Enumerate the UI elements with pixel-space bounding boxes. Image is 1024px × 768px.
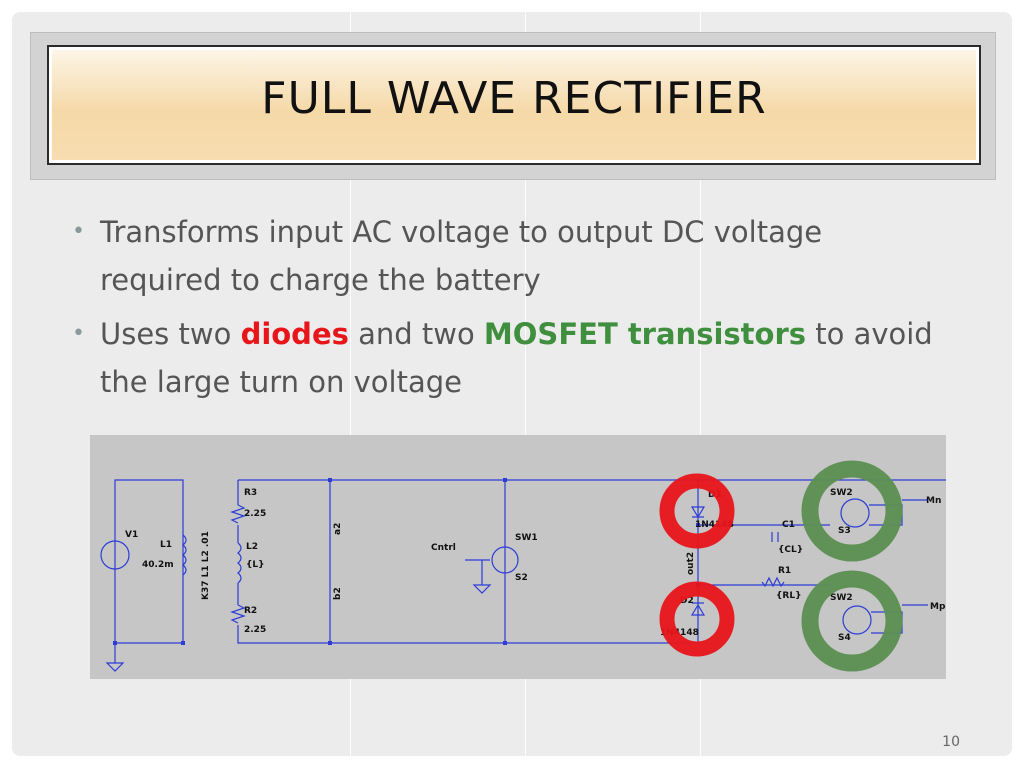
page-number: 10 (942, 734, 960, 750)
title-box: FULL WAVE RECTIFIER (47, 45, 981, 165)
slide-title: FULL WAVE RECTIFIER (261, 73, 767, 124)
l1-value: 40.2m (142, 560, 174, 570)
c1-value: {CL} (778, 545, 803, 555)
voltage-source-symbol (100, 540, 130, 570)
bullet-item: • Transforms input AC voltage to output … (72, 208, 952, 304)
bullet-text-part: Uses two (100, 317, 241, 351)
switch-sw2-top-symbol (840, 498, 870, 528)
diode-d2-highlight-ring (659, 581, 735, 657)
mp-label: Mp (930, 602, 946, 612)
mosfet-bottom-highlight-ring (801, 570, 903, 672)
diode-d2-symbol (690, 602, 706, 616)
mosfet-highlight: MOSFET transistors (483, 317, 807, 351)
wire (505, 479, 951, 643)
resistor-r3-symbol (230, 504, 246, 524)
slide: FULL WAVE RECTIFIER • Transforms input A… (12, 12, 1012, 756)
r1-label: R1 (778, 566, 791, 576)
sw1-label: SW1 (515, 533, 538, 543)
s4-label: S4 (838, 633, 851, 643)
s2-label: S2 (515, 573, 528, 583)
resistor-r2-symbol (230, 604, 246, 624)
diode-d1-highlight-ring (659, 473, 735, 549)
c1-label: C1 (782, 520, 795, 530)
b2-label: b2 (333, 587, 343, 600)
circuit-svg: V1 L1 40.2m K37 L1 L2 .01 R3 2.25 L2 {L}… (100, 460, 951, 672)
bullet-text: Transforms input AC voltage to output DC… (100, 215, 823, 297)
r2-label: R2 (244, 606, 257, 616)
mosfet-top-highlight-ring (801, 460, 903, 562)
bullet-dot: • (72, 321, 85, 346)
sw2-bottom-label: SW2 (830, 593, 853, 603)
d2-label: D2 (680, 596, 694, 606)
title-frame: FULL WAVE RECTIFIER (30, 32, 996, 180)
diode-d1-symbol (690, 506, 706, 519)
ground-symbol (105, 662, 125, 672)
bullet-text-part: to avoid the large turn on voltage (100, 317, 933, 399)
background-line (700, 12, 701, 756)
d2-part-label: 1N4148 (660, 628, 699, 638)
switch-sw2-bottom-symbol (842, 605, 872, 635)
bullet-text-part: and two (348, 317, 484, 351)
resistor-r1-symbol (761, 576, 785, 588)
bullet-item: • Uses two diodes and two MOSFET transis… (72, 310, 952, 406)
wire (237, 479, 698, 644)
diodes-highlight: diodes (240, 317, 349, 351)
r3-value: 2.25 (244, 509, 266, 519)
wire (465, 559, 490, 585)
r2-value: 2.25 (244, 625, 266, 635)
inductor-l2-symbol (237, 542, 242, 584)
s3-label: S3 (838, 526, 851, 536)
circuit-schematic: V1 L1 40.2m K37 L1 L2 .01 R3 2.25 L2 {L}… (90, 435, 951, 679)
background-line (350, 12, 351, 756)
background-line (525, 12, 526, 756)
l2-label: L2 (246, 542, 258, 552)
capacitor-c1-symbol (771, 532, 779, 542)
ground-symbol (472, 584, 492, 594)
l1-label: L1 (160, 540, 172, 550)
l2-value: {L} (246, 560, 265, 570)
r3-label: R3 (244, 488, 257, 498)
sw2-top-label: SW2 (830, 488, 853, 498)
coupling-label: K37 L1 L2 .01 (201, 531, 211, 600)
bullet-dot: • (72, 219, 85, 244)
out2-label: out2 (686, 552, 696, 575)
inductor-l1-symbol (182, 534, 187, 576)
r1-value: {RL} (776, 591, 801, 601)
switch-sw1-symbol (491, 546, 519, 574)
bullet-list: • Transforms input AC voltage to output … (72, 208, 952, 412)
mn-label: Mn (926, 496, 941, 506)
d1-part-label: 1N4148 (695, 520, 734, 530)
a2-label: a2 (333, 523, 343, 535)
cntrl-label: Cntrl (431, 543, 456, 553)
v1-label: V1 (125, 530, 138, 540)
